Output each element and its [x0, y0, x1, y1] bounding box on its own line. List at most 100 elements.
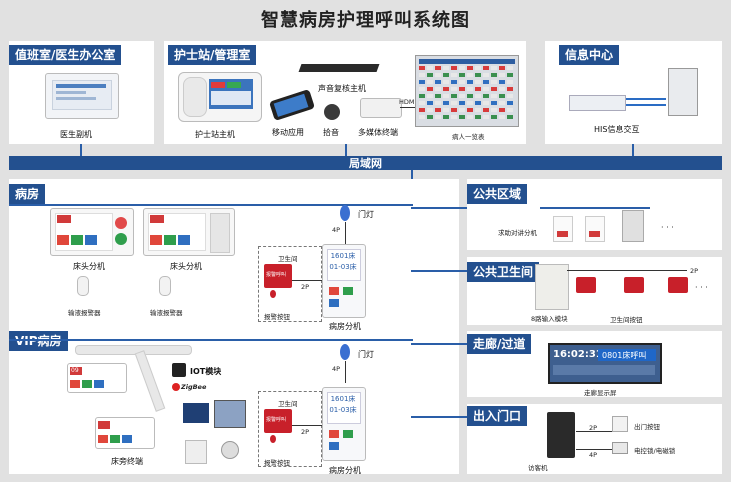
his-arrow-right: [626, 98, 666, 100]
media-terminal: [360, 98, 402, 118]
patient-tile: [443, 66, 449, 70]
patient-tile: [491, 101, 497, 105]
vip-bathroom-label: 卫生间: [278, 400, 298, 408]
patient-tile: [435, 101, 441, 105]
patient-tile: [443, 87, 449, 91]
iot-module: [172, 363, 186, 377]
bathroom-screen-text: 报警呼叫: [266, 272, 287, 278]
toilet-button-3: [668, 277, 688, 293]
entrance-link: [411, 416, 467, 418]
public-area-header: 公共区域: [467, 184, 528, 204]
patient-tile: [435, 115, 441, 119]
patient-tile: [467, 87, 473, 91]
vip-bathroom-pull-switch: [264, 409, 292, 433]
exit-wire: [576, 431, 618, 432]
pickup-label: 拾音: [323, 128, 339, 137]
corridor-display-label: 走廊显示屏: [584, 389, 617, 397]
patient-tile: [467, 66, 473, 70]
patient-tile: [451, 94, 457, 98]
patient-tile: [435, 66, 441, 70]
patient-tile: [491, 87, 497, 91]
room-unit: 1601床 01-03床: [322, 244, 366, 318]
toilet-button-1: [576, 277, 596, 293]
iot-label: IOT模块: [190, 367, 222, 376]
room-unit-screen-line2: 01-03床: [329, 263, 357, 271]
network-bar: [9, 156, 722, 170]
patient-tile: [467, 80, 473, 84]
patient-tile: [483, 115, 489, 119]
intercom-unit-1: [553, 216, 573, 242]
bed-arm: [75, 345, 192, 355]
patient-tile: [475, 108, 481, 112]
patient-tile: [483, 73, 489, 77]
zigbee-logo: [172, 383, 180, 391]
patient-tile: [427, 80, 433, 84]
media-terminal-label: 多媒体终端: [358, 128, 398, 137]
bathroom-pull-switch: [264, 264, 292, 288]
patient-tile: [499, 80, 505, 84]
vip-door-light-label: 门灯: [358, 350, 374, 359]
patient-tile: [459, 73, 465, 77]
infusion-alarm-2: [159, 276, 171, 296]
patient-tile: [491, 80, 497, 84]
his-label: HIS信息交互: [594, 125, 640, 134]
vip-screen-num: 09: [71, 367, 79, 374]
vip-room-unit: 1601床 01-03床: [322, 387, 366, 461]
patient-tile: [451, 66, 457, 70]
patient-tile: [427, 87, 433, 91]
smart-tv-icon: [183, 403, 209, 423]
patient-tile: [467, 73, 473, 77]
patient-tile: [475, 80, 481, 84]
patient-tile: [499, 101, 505, 105]
patient-tile: [499, 73, 505, 77]
patient-tile: [475, 73, 481, 77]
vip-bathroom-screen-text: 报警呼叫: [266, 417, 287, 423]
alarm-button-label: 报警按钮: [264, 313, 290, 321]
zigbee-label: ZigBee: [181, 383, 207, 391]
vip-bedside-screen: 09: [67, 363, 127, 393]
patient-tile: [435, 80, 441, 84]
duty-room-header: 值班室/医生办公室: [9, 45, 122, 65]
patient-tile: [419, 108, 425, 112]
corridor-header: 走廊/过道: [467, 334, 532, 354]
patient-tile: [435, 108, 441, 112]
patient-tile: [507, 108, 513, 112]
lock-label: 电控锁/电磁锁: [634, 447, 676, 455]
patient-tile: [427, 101, 433, 105]
bed-terminal-label: 床旁终端: [111, 457, 143, 466]
vip-door-4p-label: 4P: [332, 365, 341, 373]
doctor-device-label: 医生副机: [60, 130, 92, 139]
pickup-mic: [324, 104, 340, 120]
public-area-link: [411, 207, 467, 209]
patient-tile: [451, 87, 457, 91]
patient-tile: [427, 66, 433, 70]
patient-tile: [459, 80, 465, 84]
nurse-station-header: 护士站/管理室: [168, 45, 257, 65]
ward-header: 病房: [9, 184, 46, 204]
room-unit-label: 病房分机: [329, 322, 361, 331]
patient-tile: [435, 73, 441, 77]
bathroom-2p-label: 2P: [301, 283, 310, 291]
patient-tile: [507, 73, 513, 77]
patient-list-board: [415, 55, 519, 127]
curtain-icon: [214, 400, 246, 428]
patient-tile: [467, 115, 473, 119]
patient-tile: [443, 101, 449, 105]
patient-tile: [491, 94, 497, 98]
patient-tile: [443, 94, 449, 98]
vip-ward-header: VIP病房: [9, 331, 68, 351]
patient-tile: [483, 108, 489, 112]
vip-door-light-icon: [340, 344, 350, 360]
vip-room-unit-screen-line1: 1601床: [330, 395, 356, 403]
public-toilet-link: [411, 270, 467, 272]
intercom-label: 求助对讲分机: [498, 229, 537, 237]
patient-tile: [443, 73, 449, 77]
nurse-network-link: [345, 144, 347, 156]
network-label: 局域网: [349, 157, 382, 170]
patient-tile: [427, 108, 433, 112]
audio-host-label: 声音复核主机: [318, 84, 366, 93]
diagram-title: 智慧病房护理呼叫系统图: [261, 10, 470, 31]
server-unit: [569, 95, 626, 111]
camera-icon: [221, 441, 239, 459]
